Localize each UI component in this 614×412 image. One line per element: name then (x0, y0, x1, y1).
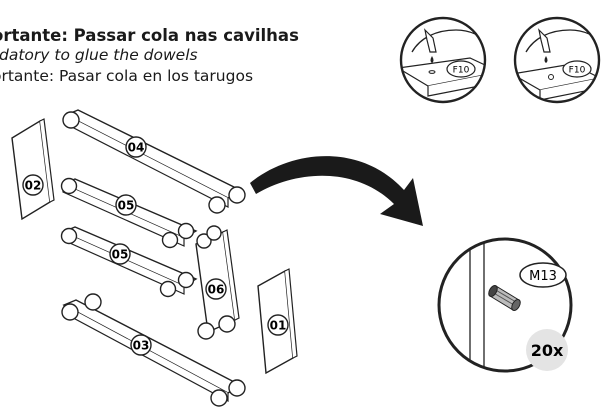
dowel-icon (218, 315, 236, 333)
dowel-icon (228, 186, 246, 204)
hardware-code-label: M13 (529, 269, 557, 284)
tool-badge-f10 (562, 60, 592, 78)
glue-bottle-icon (538, 28, 551, 53)
panel-01: 01 (257, 268, 298, 375)
glue-bottle-icon (424, 28, 437, 53)
dowel-icon (196, 233, 212, 249)
hardware-code-badge (519, 262, 567, 288)
panel-label-05-lower: 05 (112, 248, 129, 262)
glue-callout-2: F10 (513, 16, 601, 104)
quantity-badge (526, 329, 568, 371)
panel-04: 04 (62, 109, 246, 214)
dowel-icon (197, 322, 215, 340)
panel-label-04: 04 (128, 141, 145, 155)
dowel-icon (177, 222, 195, 240)
dowel-icon (177, 271, 195, 289)
instruction-spanish: ortante: Pasar cola en los tarugos (0, 67, 254, 85)
dowel-icon (206, 225, 222, 241)
panel-label-02: 02 (25, 179, 42, 193)
panel-02: 02 (11, 118, 55, 221)
glue-drop-icon (430, 56, 434, 63)
panel-05-lower: 05 (60, 226, 198, 298)
dowel-icon (84, 293, 102, 311)
dowel-icon (61, 303, 79, 321)
dowel-icon (60, 227, 78, 245)
panel-label-05-upper: 05 (118, 199, 135, 213)
tool-badge-f10 (446, 60, 476, 78)
quantity-label: 20x (531, 341, 564, 360)
curved-arrow-icon (250, 156, 423, 226)
glue-drop-icon (544, 56, 548, 63)
panel-label-01: 01 (270, 319, 287, 333)
tool-label-f10: F10 (453, 66, 470, 76)
dowel-icon (228, 379, 246, 397)
dowel-detail-callout: M13 20x (437, 237, 573, 373)
panel-label-03: 03 (133, 339, 150, 353)
dowel-icon (159, 280, 177, 298)
panel-05-upper: 05 (60, 177, 198, 249)
dowel-icon (60, 177, 78, 195)
panel-03: 03 (61, 293, 246, 407)
panel-label-06: 06 (208, 283, 225, 297)
dowel-icon (208, 196, 226, 214)
dowel-icon (62, 111, 80, 129)
dowel-icon (161, 231, 179, 249)
instruction-english: datory to glue the dowels (0, 46, 198, 64)
instruction-portuguese: ortante: Passar cola nas cavilhas (0, 26, 299, 45)
callout-circle (399, 16, 487, 104)
panel-06: 06 (195, 225, 240, 340)
tool-label-f10: F10 (569, 66, 586, 76)
glue-callout-1: F10 (399, 16, 487, 104)
callout-circle (513, 16, 601, 104)
dowel-icon (210, 389, 228, 407)
dowel-icon (488, 285, 521, 311)
